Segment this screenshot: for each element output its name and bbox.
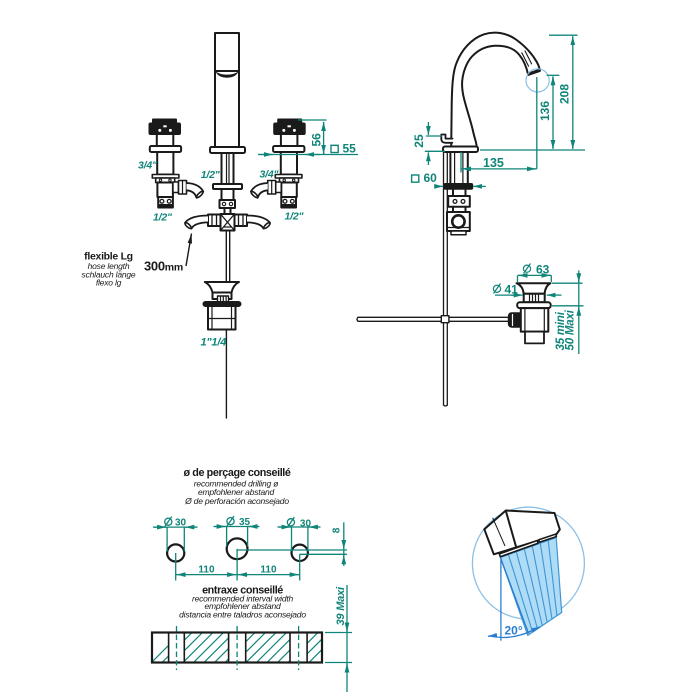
svg-text:35: 35 [239,517,251,528]
svg-text:1/2": 1/2" [153,212,173,224]
svg-text:entraxe conseillé: entraxe conseillé [202,584,283,596]
svg-text:recommended interval width: recommended interval width [192,593,294,603]
svg-text:136: 136 [538,101,552,121]
svg-text:135: 135 [483,156,504,170]
svg-text:300mm: 300mm [144,259,183,274]
svg-text:50 Maxi: 50 Maxi [564,309,576,350]
svg-text:flexo lg: flexo lg [96,278,122,288]
svg-text:56: 56 [310,133,324,147]
svg-text:110: 110 [198,564,215,575]
svg-text:8: 8 [332,527,343,533]
svg-text:Ø de perforación aconsejado: Ø de perforación aconsejado [184,496,289,506]
svg-text:ø de perçage conseillé: ø de perçage conseillé [183,467,290,479]
svg-text:110: 110 [260,564,277,575]
svg-text:35 mini: 35 mini [555,311,567,350]
svg-text:63: 63 [536,263,550,277]
svg-text:25: 25 [412,134,426,148]
svg-text:3/4": 3/4" [138,160,158,172]
svg-text:flexible Lg: flexible Lg [84,251,133,263]
svg-text:empfohlener abstand: empfohlener abstand [198,487,275,497]
svg-text:208: 208 [558,84,572,104]
svg-text:1"1/4: 1"1/4 [201,337,227,349]
svg-text:1/2": 1/2" [201,169,221,181]
svg-text:39 Maxi: 39 Maxi [335,586,347,625]
svg-text:30: 30 [175,518,187,529]
svg-text:schlauch länge: schlauch länge [82,269,136,279]
svg-text:30: 30 [300,518,312,529]
svg-text:60: 60 [424,171,438,185]
svg-text:1/2": 1/2" [285,211,305,223]
svg-text:41: 41 [505,283,519,297]
svg-text:empfohlener abstand: empfohlener abstand [204,601,281,611]
svg-text:20°: 20° [505,624,523,638]
svg-text:hose length: hose length [88,261,130,271]
svg-text:distancia entre taladros acons: distancia entre taladros aconsejado [179,610,306,620]
svg-text:recommended drilling ø: recommended drilling ø [194,479,278,489]
svg-text:3/4": 3/4" [260,169,280,181]
svg-text:55: 55 [343,142,357,156]
